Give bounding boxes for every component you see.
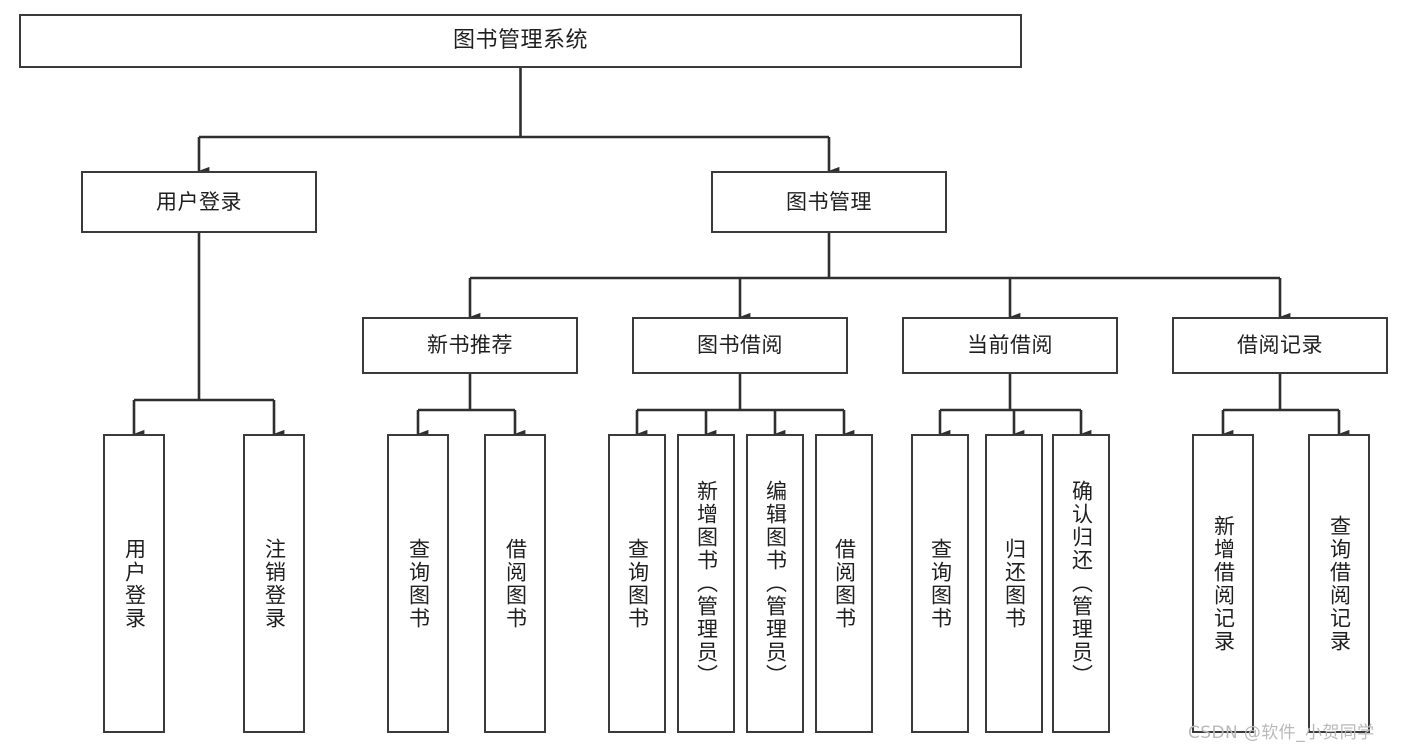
node-label: 确认归还（管理员） [1069,480,1094,687]
node-label: 注销登录 [262,537,287,630]
node-new-book-recommend: 新书推荐 [362,317,578,374]
node-leaf-borrow-book-bb: 借阅图书 [815,434,873,733]
node-leaf-confirm-return: 确认归还（管理员） [1052,434,1110,733]
node-label: 编辑图书（管理员） [763,480,788,687]
node-root: 图书管理系统 [19,14,1022,68]
node-label: 查询图书 [928,537,953,630]
node-leaf-edit-book: 编辑图书（管理员） [746,434,804,733]
node-label: 用户登录 [122,537,147,630]
node-label: 查询图书 [625,537,650,630]
node-leaf-query-book-bb: 查询图书 [608,434,666,733]
node-label: 新增借阅记录 [1211,514,1236,653]
node-leaf-query-book-cb: 查询图书 [911,434,969,733]
node-label: 借阅记录 [1237,333,1323,358]
node-label: 当前借阅 [967,333,1053,358]
node-leaf-user-login: 用户登录 [103,434,165,733]
node-user-login: 用户登录 [81,171,317,233]
node-label: 查询图书 [406,537,431,630]
node-label: 归还图书 [1002,537,1027,630]
node-book-borrow: 图书借阅 [632,317,848,374]
node-label: 新书推荐 [427,333,513,358]
node-leaf-query-book-rec: 查询图书 [387,434,449,733]
node-borrow-record: 借阅记录 [1172,317,1388,374]
node-label: 借阅图书 [503,537,528,630]
node-label: 借阅图书 [832,537,857,630]
node-leaf-query-record: 查询借阅记录 [1308,434,1370,733]
node-label: 用户登录 [156,189,242,214]
node-label: 新增图书（管理员） [694,480,719,687]
node-book-management: 图书管理 [711,171,947,233]
node-leaf-return-book: 归还图书 [985,434,1043,733]
node-leaf-add-book: 新增图书（管理员） [677,434,735,733]
node-label: 图书借阅 [697,333,783,358]
node-label: 查询借阅记录 [1327,514,1352,653]
node-leaf-add-record: 新增借阅记录 [1192,434,1254,733]
node-leaf-user-logout: 注销登录 [243,434,305,733]
node-leaf-borrow-book-rec: 借阅图书 [484,434,546,733]
node-label: 图书管理系统 [452,28,588,54]
node-current-borrow: 当前借阅 [902,317,1118,374]
node-label: 图书管理 [786,189,872,214]
